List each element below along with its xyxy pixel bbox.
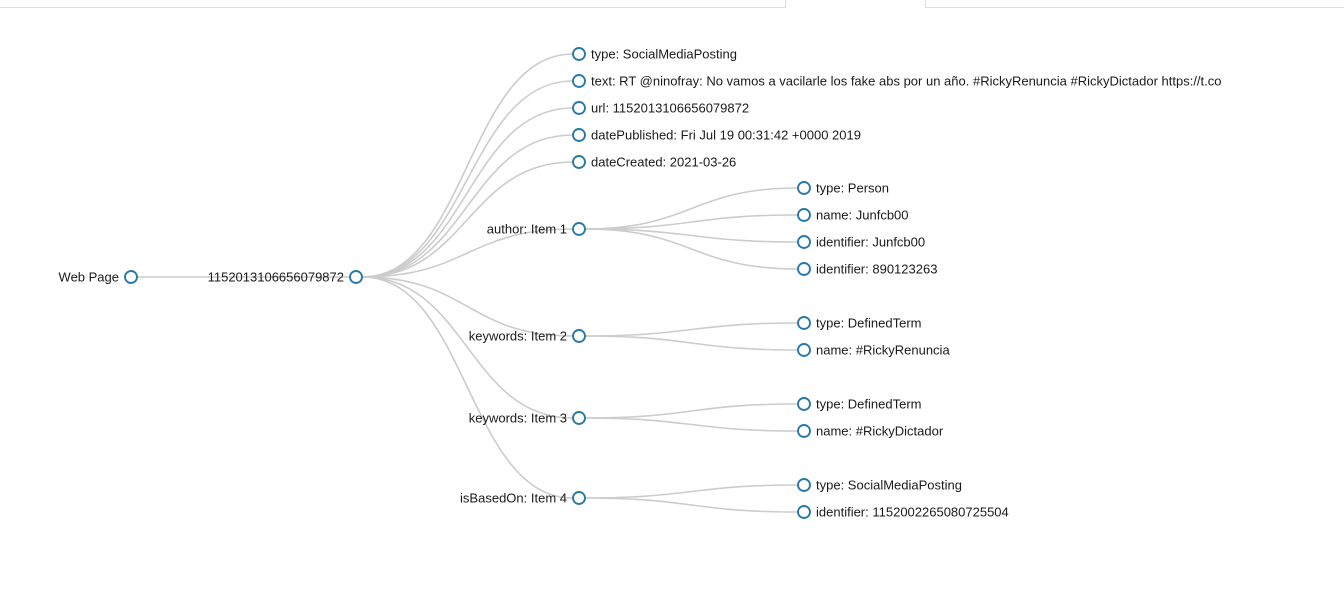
tree-node-label: 1152013106656079872 — [208, 269, 344, 284]
tree-node-circle[interactable] — [797, 316, 811, 330]
tree-link — [361, 134, 574, 278]
tree-node[interactable]: isBasedOn: Item 4 — [460, 490, 586, 505]
tree-node[interactable]: type: Person — [797, 180, 889, 195]
tree-node[interactable]: name: #RickyDictador — [797, 423, 944, 438]
tree-node-circle[interactable] — [572, 155, 586, 169]
tree-node[interactable]: datePublished: Fri Jul 19 00:31:42 +0000… — [572, 127, 861, 142]
tree-node-circle[interactable] — [797, 343, 811, 357]
tree-node-label: keywords: Item 2 — [469, 328, 567, 343]
tree-node-label: identifier: 1152002265080725504 — [816, 504, 1009, 519]
tree-node[interactable]: dateCreated: 2021-03-26 — [572, 154, 736, 169]
tree-link — [361, 276, 574, 337]
tree-node[interactable]: type: SocialMediaPosting — [572, 46, 737, 61]
tree-node-label: type: DefinedTerm — [816, 396, 922, 411]
tree-link — [361, 228, 574, 278]
tree-node[interactable]: type: DefinedTerm — [797, 396, 922, 411]
tree-node-label: identifier: 890123263 — [816, 261, 937, 276]
tree-node-label: text: RT @ninofray: No vamos a vacilarle… — [591, 73, 1222, 88]
tree-link — [584, 214, 799, 230]
tree-link — [584, 484, 799, 499]
tree-link — [584, 417, 799, 432]
tree-node[interactable]: author: Item 1 — [487, 221, 586, 236]
tree-link — [584, 322, 799, 337]
tree-node-label: Web Page — [59, 269, 119, 284]
tree-node-circle[interactable] — [797, 505, 811, 519]
tree-node-circle[interactable] — [572, 222, 586, 236]
browser-tab-rule-left — [0, 7, 786, 8]
tree-link — [361, 53, 574, 278]
tree-node-circle[interactable] — [572, 74, 586, 88]
browser-tab-rule-right — [925, 7, 1344, 8]
tree-node-label: type: Person — [816, 180, 889, 195]
tree-node-circle[interactable] — [572, 411, 586, 425]
tree-node[interactable]: identifier: 890123263 — [797, 261, 937, 276]
browser-tab-edge-left — [785, 0, 786, 8]
tree-node-circle[interactable] — [572, 329, 586, 343]
tree-node[interactable]: type: DefinedTerm — [797, 315, 922, 330]
tree-node[interactable]: url: 1152013106656079872 — [572, 100, 749, 115]
tree-node[interactable]: name: #RickyRenuncia — [797, 342, 950, 357]
tree-link — [361, 80, 574, 278]
tree-node-label: identifier: Junfcb00 — [816, 234, 925, 249]
tree-link — [584, 335, 799, 351]
tree-link — [584, 228, 799, 243]
tree-node-label: type: SocialMediaPosting — [816, 477, 962, 492]
tree-node-circle[interactable] — [572, 101, 586, 115]
tree-node[interactable]: type: SocialMediaPosting — [797, 477, 962, 492]
tree-node-circle[interactable] — [572, 47, 586, 61]
tree-node-circle[interactable] — [797, 262, 811, 276]
tree-node-circle[interactable] — [349, 270, 363, 284]
tree-node[interactable]: keywords: Item 2 — [469, 328, 586, 343]
tree-link — [584, 403, 799, 419]
tree-node-label: isBasedOn: Item 4 — [460, 490, 567, 505]
tree-node-circle[interactable] — [572, 491, 586, 505]
tree-node-circle[interactable] — [572, 128, 586, 142]
tree-link — [584, 497, 799, 513]
tree-node-circle[interactable] — [797, 424, 811, 438]
tree-node-layer: Web Page 1152013106656079872 type: SocialM… — [59, 46, 1222, 519]
tree-link — [584, 228, 799, 270]
tree-node-label: dateCreated: 2021-03-26 — [591, 154, 736, 169]
tree-node-label: url: 1152013106656079872 — [591, 100, 749, 115]
tree-node-label: author: Item 1 — [487, 221, 567, 236]
tree-node-label: type: SocialMediaPosting — [591, 46, 737, 61]
tree-node-label: name: #RickyDictador — [816, 423, 944, 438]
tree-node-circle[interactable] — [797, 235, 811, 249]
tree-node[interactable]: keywords: Item 3 — [469, 410, 586, 425]
tree-node-circle[interactable] — [124, 270, 138, 284]
tree-link — [361, 161, 574, 278]
tree-node[interactable]: text: RT @ninofray: No vamos a vacilarle… — [572, 73, 1222, 88]
tree-node-circle[interactable] — [797, 208, 811, 222]
tree-link — [361, 276, 574, 499]
tree-node-circle[interactable] — [797, 478, 811, 492]
tree-node-label: keywords: Item 3 — [469, 410, 567, 425]
tree-node[interactable]: identifier: 1152002265080725504 — [797, 504, 1009, 519]
tree-node[interactable]: Web Page — [59, 269, 138, 284]
tree-node-label: type: DefinedTerm — [816, 315, 922, 330]
tree-node-circle[interactable] — [797, 397, 811, 411]
browser-tab-edge-right — [925, 0, 926, 8]
tree-node-label: name: Junfcb00 — [816, 207, 909, 222]
tree-link — [361, 107, 574, 278]
tree-link — [584, 187, 799, 230]
tree-node[interactable]: name: Junfcb00 — [797, 207, 909, 222]
tree-node[interactable]: 1152013106656079872 — [208, 269, 363, 284]
tree-link — [361, 276, 574, 419]
tree-node-label: name: #RickyRenuncia — [816, 342, 950, 357]
tree-node[interactable]: identifier: Junfcb00 — [797, 234, 925, 249]
tree-node-circle[interactable] — [797, 181, 811, 195]
tree-node-label: datePublished: Fri Jul 19 00:31:42 +0000… — [591, 127, 861, 142]
tree-link-layer — [136, 53, 799, 513]
